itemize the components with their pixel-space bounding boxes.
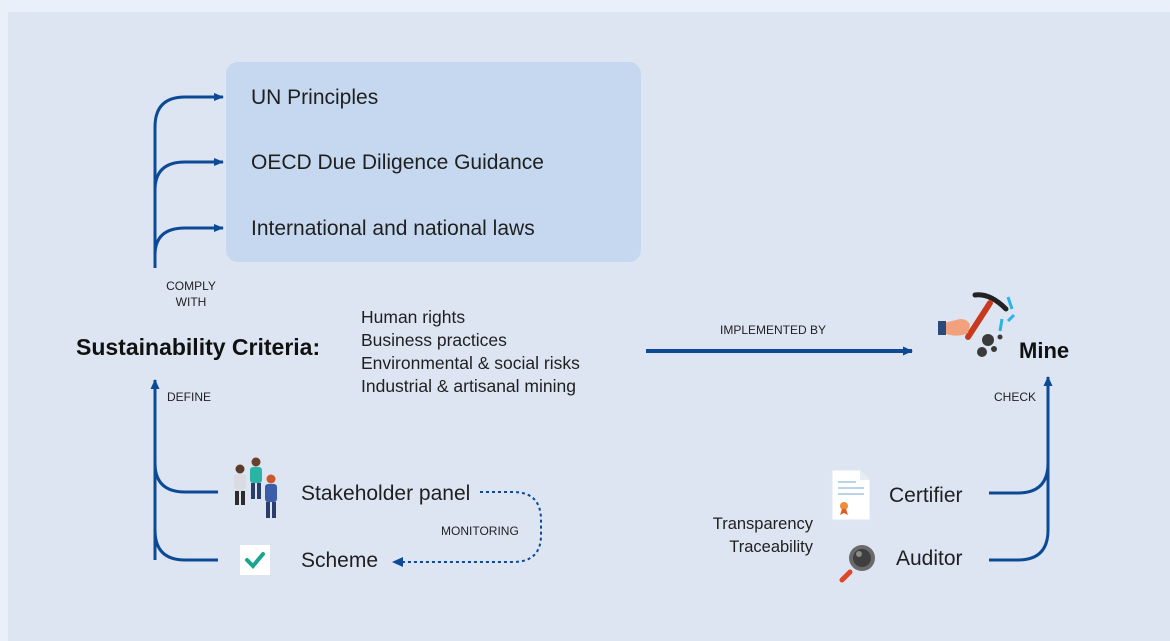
standard-un-principles: UN Principles: [251, 86, 379, 109]
standard-laws: International and national laws: [251, 217, 535, 240]
checkmark-icon: [240, 545, 270, 575]
transparency-label: Transparency: [712, 515, 813, 533]
comply-arrow-un: [153, 93, 224, 268]
check-label: CHECK: [994, 390, 1037, 404]
scheme-label: Scheme: [301, 549, 379, 572]
criteria-item: Business practices: [361, 330, 507, 350]
scheme-branch: [153, 529, 218, 562]
comply-label-line-1: COMPLY: [166, 279, 216, 293]
criteria-item: Environmental & social risks: [361, 353, 580, 373]
monitoring-arrow: [402, 491, 542, 563]
criteria-item: Industrial & artisanal mining: [361, 376, 576, 396]
people-group-icon: [234, 457, 277, 518]
pickaxe-hand-icon: [938, 292, 1016, 357]
criteria-list: Human rights Business practices Environm…: [361, 306, 580, 398]
mine-label: Mine: [1019, 338, 1070, 363]
auditor-label: Auditor: [896, 547, 963, 570]
criteria-item: Human rights: [361, 307, 466, 327]
comply-label-line-2: WITH: [175, 295, 207, 309]
standard-oecd-guidance: OECD Due Diligence Guidance: [251, 151, 544, 174]
certificate-icon: [831, 469, 871, 521]
comply-arrow-laws: [153, 224, 224, 256]
comply-with-label: COMPLY WITH: [160, 278, 222, 310]
define-label: DEFINE: [167, 390, 212, 404]
magnifier-icon: [839, 545, 875, 583]
certifier-label: Certifier: [889, 484, 963, 507]
monitoring-label: MONITORING: [441, 524, 519, 538]
comply-arrow-oecd: [153, 158, 224, 191]
certifier-branch: [989, 462, 1050, 495]
stakeholder-panel-label: Stakeholder panel: [301, 482, 471, 505]
stakeholder-branch: [153, 462, 218, 494]
sustainability-criteria-title: Sustainability Criteria:: [76, 334, 321, 360]
auditor-branch: [989, 529, 1050, 562]
traceability-label: Traceability: [729, 538, 813, 556]
implemented-by-label: IMPLEMENTED BY: [720, 323, 827, 337]
standards-box: [226, 62, 641, 262]
transparency-traceability: Transparency Traceability: [695, 513, 813, 559]
